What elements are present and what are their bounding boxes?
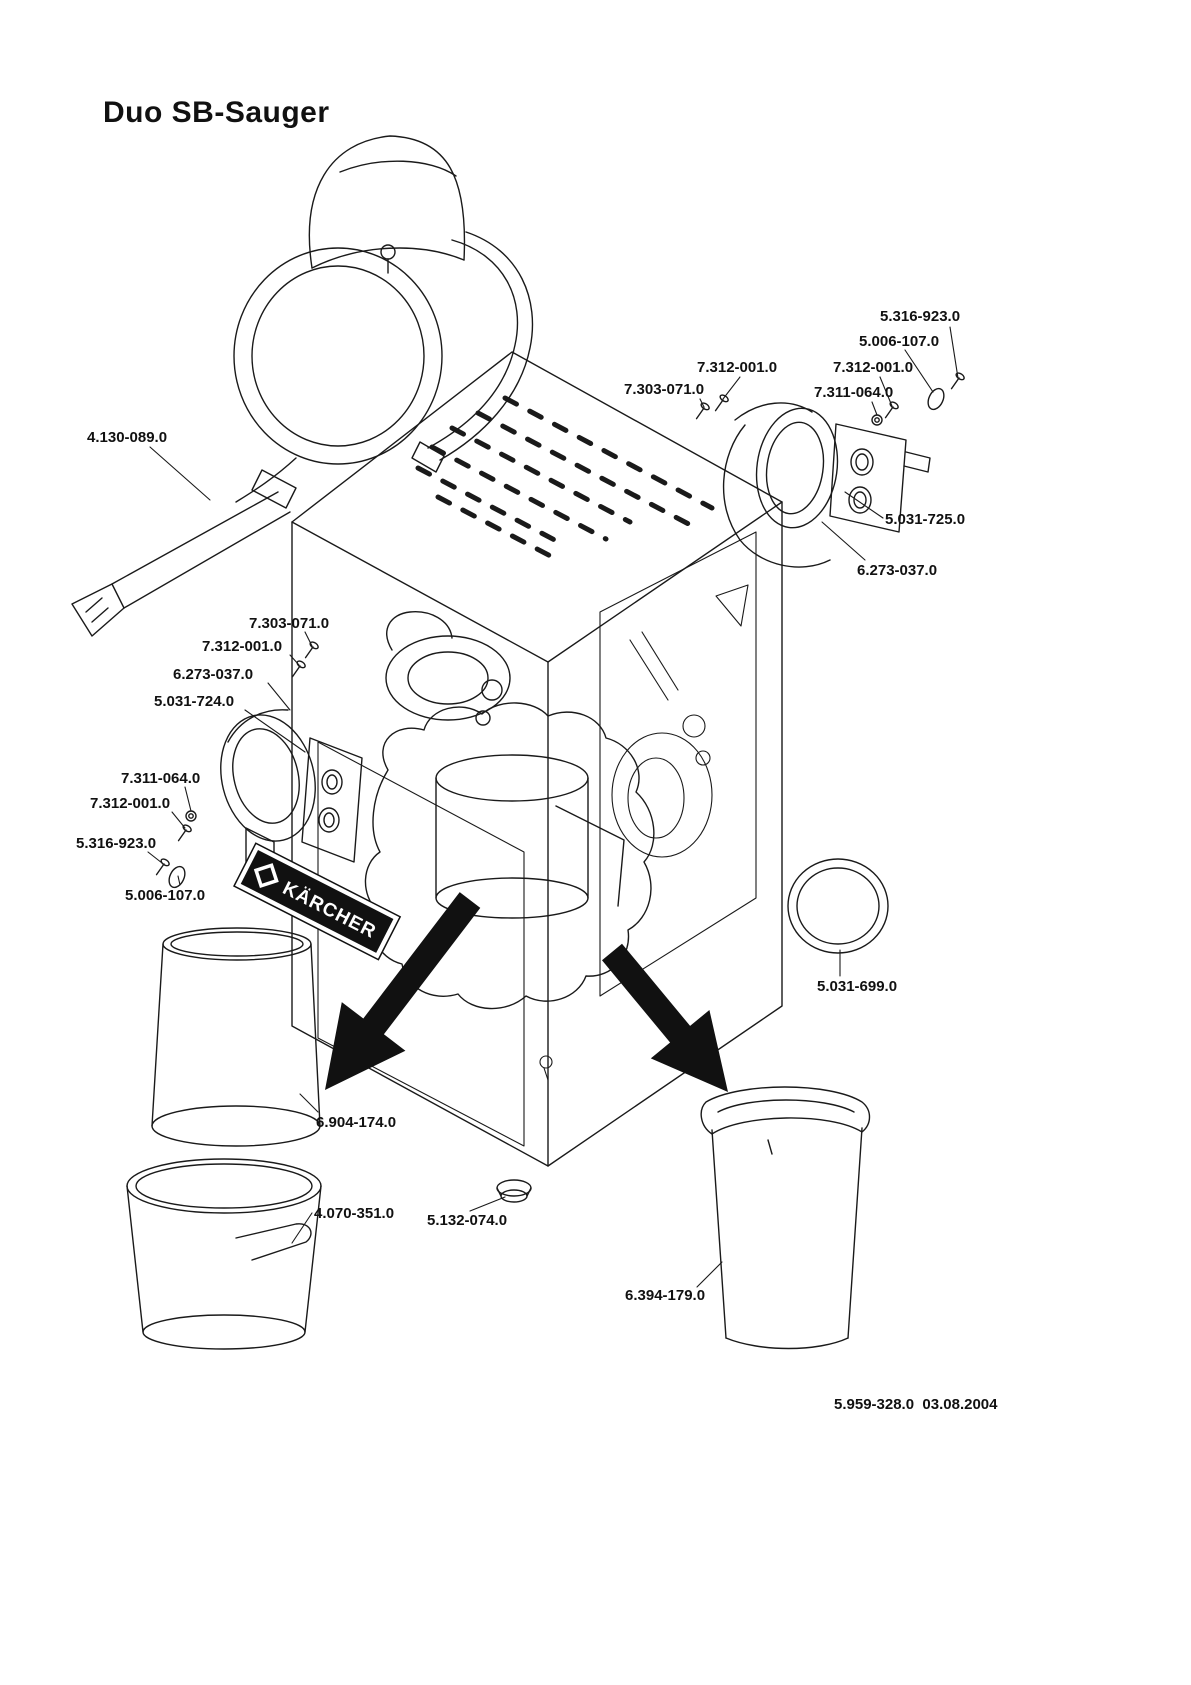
machine-foot <box>496 1179 532 1203</box>
part-label: 4.070-351.0 <box>314 1205 395 1222</box>
part-label: 5.132-074.0 <box>427 1212 508 1229</box>
part-label: 7.311-064.0 <box>121 770 201 787</box>
hood <box>308 135 466 274</box>
recovery-tank <box>700 1086 871 1350</box>
part-label: 7.303-071.0 <box>249 615 330 632</box>
floor-nozzle-wand <box>71 469 297 637</box>
part-label: 6.273-037.0 <box>857 562 938 579</box>
filter-container <box>151 927 321 1147</box>
exhaust-flap-left <box>220 709 363 879</box>
dirt-bucket <box>126 1158 322 1350</box>
part-label: 5.316-923.0 <box>880 308 961 325</box>
part-label: 7.312-001.0 <box>202 638 283 655</box>
part-label: 5.031-724.0 <box>154 693 235 710</box>
part-label: 5.006-107.0 <box>859 333 940 350</box>
suction-port <box>385 611 511 726</box>
part-label: 7.312-001.0 <box>90 795 171 812</box>
page-title: Duo SB-Sauger <box>103 96 330 129</box>
part-label: 6.273-037.0 <box>173 666 254 683</box>
part-label: 7.303-071.0 <box>624 381 705 398</box>
part-label: 5.031-699.0 <box>817 978 898 995</box>
part-label: 4.130-089.0 <box>87 429 168 446</box>
front-door <box>317 741 553 1147</box>
document-number: 5.959-328.0 03.08.2004 <box>834 1396 998 1413</box>
suction-hose <box>233 231 534 503</box>
part-label: 5.316-923.0 <box>76 835 157 852</box>
part-label: 7.311-064.0 <box>814 384 894 401</box>
arrow-left <box>325 892 481 1090</box>
machine-body <box>291 351 783 1167</box>
exhaust-flap-right <box>722 402 931 568</box>
part-label: 7.312-001.0 <box>697 359 778 376</box>
leader-lines <box>147 326 959 1288</box>
karcher-logo: KÄRCHER <box>233 842 402 961</box>
part-label: 6.394-179.0 <box>625 1287 706 1304</box>
fasteners <box>152 370 967 889</box>
arrow-right <box>602 943 728 1092</box>
ventilation-louvers <box>415 395 715 564</box>
part-label: 7.312-001.0 <box>833 359 914 376</box>
part-label: 6.904-174.0 <box>316 1114 397 1131</box>
container-lid <box>787 858 889 954</box>
part-label: 5.006-107.0 <box>125 887 206 904</box>
side-panel-graphic <box>599 531 757 997</box>
part-label: 5.031-725.0 <box>885 511 966 528</box>
